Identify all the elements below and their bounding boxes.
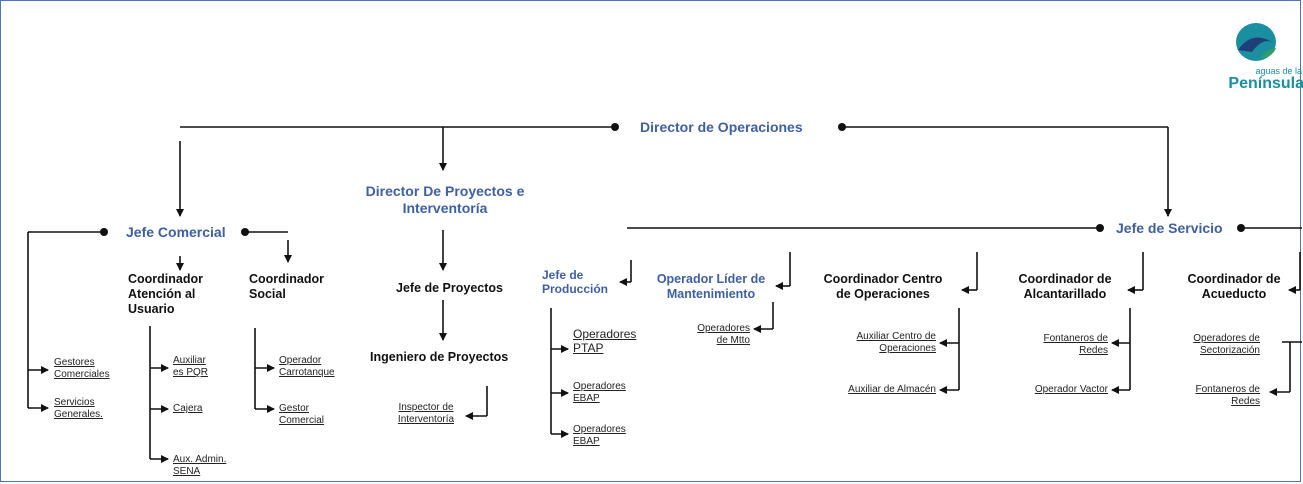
- wave-drop-icon: [1236, 23, 1276, 61]
- jefe-servicio-node: Jefe de Servicio: [1116, 220, 1223, 236]
- aguas-de-la-peninsula-logo: aguas de la Península: [1208, 18, 1303, 98]
- operadores-ebap-leaf-1[interactable]: Operadores EBAP: [573, 381, 626, 404]
- operadores-mtto-leaf[interactable]: Operadores de Mtto: [697, 323, 750, 346]
- fontaneros-redes-leaf-2[interactable]: Fontaneros de Redes: [1195, 384, 1261, 407]
- director-proyectos-node: Director De Proyectos e Interventoría: [365, 183, 525, 216]
- auxiliar-centro-leaf[interactable]: Auxiliar Centro de Operaciones: [856, 331, 936, 354]
- gestores-comerciales-leaf[interactable]: Gestores Comerciales: [54, 357, 110, 380]
- auxiliar-almacen-leaf[interactable]: Auxiliar de Almacén: [848, 384, 936, 395]
- ingeniero-proyectos-node: Ingeniero de Proyectos: [370, 350, 509, 364]
- coord-alcantarillado-node: Coordinador de Alcantarillado: [1018, 272, 1112, 301]
- gestor-comercial-leaf[interactable]: Gestor Comercial: [279, 403, 325, 426]
- jefe-produccion-node: Jefe de Producción: [542, 268, 609, 297]
- operadores-ptap-leaf[interactable]: Operadores PTAP: [573, 327, 637, 356]
- coord-atencion-node: Coordinador Atención al Usuario: [128, 272, 203, 316]
- fontaneros-redes-leaf-1[interactable]: Fontaneros de Redes: [1043, 333, 1109, 356]
- logo-line2: Península: [1228, 75, 1303, 92]
- operadores-sectorizacion-leaf[interactable]: Operadores de Sectorización: [1193, 333, 1260, 356]
- director-operaciones-node: Director de Operaciones: [640, 119, 803, 135]
- aux-admin-sena-leaf[interactable]: Aux. Admin. SENA: [173, 454, 227, 477]
- operador-lider-node: Operador Líder de Mantenimiento: [656, 272, 766, 301]
- coord-centro-node: Coordinador Centro de Operaciones: [823, 272, 943, 301]
- inspector-interventoria-leaf[interactable]: Inspector de Interventoría: [397, 402, 455, 425]
- servicios-generales-leaf[interactable]: Servicios Generales.: [54, 397, 103, 420]
- operador-carrotanque-leaf[interactable]: Operador Carrotanque: [279, 355, 335, 378]
- coord-social-node: Coordinador Social: [249, 272, 324, 301]
- logo-line1: aguas de la: [1255, 66, 1302, 76]
- operador-vactor-leaf[interactable]: Operador Vactor: [1034, 384, 1108, 395]
- coord-acueducto-node: Coordinador de Acueducto: [1187, 272, 1281, 301]
- jefe-proyectos-node: Jefe de Proyectos: [396, 281, 503, 295]
- cajera-leaf[interactable]: Cajera: [173, 403, 203, 414]
- operadores-ebap-leaf-2[interactable]: Operadores EBAP: [573, 424, 626, 447]
- auxiliar-pqr-leaf[interactable]: Auxiliar es PQR: [173, 355, 209, 378]
- jefe-comercial-node: Jefe Comercial: [126, 224, 226, 240]
